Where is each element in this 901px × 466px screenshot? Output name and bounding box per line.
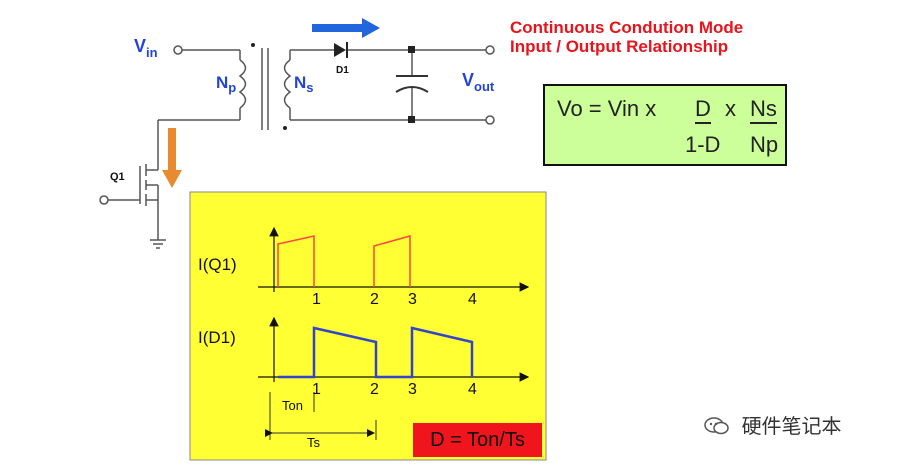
secondary-winding — [283, 59, 292, 109]
q1-tick-2: 2 — [370, 291, 379, 308]
d1-tick-4: 4 — [468, 381, 477, 398]
title-line-2: Input / Output Relationship — [510, 37, 729, 56]
duty-cycle-box: D = Ton/Ts — [413, 423, 542, 457]
q1-wave-pulse-1 — [277, 235, 315, 287]
ton-label: Ton — [282, 398, 303, 413]
switch-current-arrow — [162, 128, 182, 188]
mosfet-q1 — [99, 160, 166, 249]
primary-circuit — [157, 45, 247, 160]
np-label: Np — [216, 73, 236, 95]
waveform-panel — [189, 191, 547, 461]
d1-tick-3: 3 — [408, 381, 417, 398]
secondary-circuit — [283, 45, 495, 125]
watermark: 硬件笔记本 — [704, 410, 842, 439]
formula-d-numerator: D — [695, 96, 711, 124]
watermark-text: 硬件笔记本 — [741, 416, 842, 438]
d1-label: D1 — [336, 65, 349, 76]
formula-times: x — [725, 96, 736, 121]
junction-top — [408, 46, 415, 53]
ts-label: Ts — [307, 435, 321, 450]
formula-box: Vo = Vin x D x Ns 1-D Np — [543, 84, 787, 166]
diode-d1 — [334, 42, 348, 58]
vout-label: Vout — [462, 70, 495, 94]
q1-label: Q1 — [110, 171, 125, 183]
vin-label: Vin — [134, 36, 158, 60]
transformer-core — [261, 48, 269, 130]
vout-terminal-top — [485, 45, 495, 55]
primary-winding — [238, 59, 247, 109]
formula-lhs: Vo = Vin x — [557, 96, 657, 121]
secondary-dot — [283, 126, 287, 130]
formula-n-numerator: Ns — [750, 96, 777, 124]
formula-n-denominator: Np — [750, 132, 779, 157]
d1-tick-1: 1 — [312, 381, 321, 398]
d1-current-label: I(D1) — [198, 328, 236, 347]
q1-current-label: I(Q1) — [198, 255, 237, 274]
vin-terminal — [173, 45, 183, 55]
q1-wave-pulse-2 — [373, 235, 411, 287]
vout-terminal-bottom — [485, 115, 495, 125]
formula-d-denominator: 1-D — [685, 132, 721, 157]
d1-tick-2: 2 — [370, 381, 379, 398]
title-line-1: Continuous Condution Mode — [510, 18, 744, 37]
title-block: Continuous Condution Mode Input / Output… — [510, 18, 743, 56]
q1-tick-1: 1 — [312, 291, 321, 308]
primary-dot — [251, 43, 255, 47]
q1-tick-3: 3 — [408, 291, 417, 308]
ns-label: Ns — [294, 73, 314, 95]
q1-tick-4: 4 — [468, 291, 477, 308]
d1-wave — [278, 326, 474, 379]
current-direction-arrow — [312, 18, 380, 38]
junction-bottom — [408, 116, 415, 123]
wechat-icon — [704, 416, 730, 436]
output-capacitor — [395, 75, 429, 93]
